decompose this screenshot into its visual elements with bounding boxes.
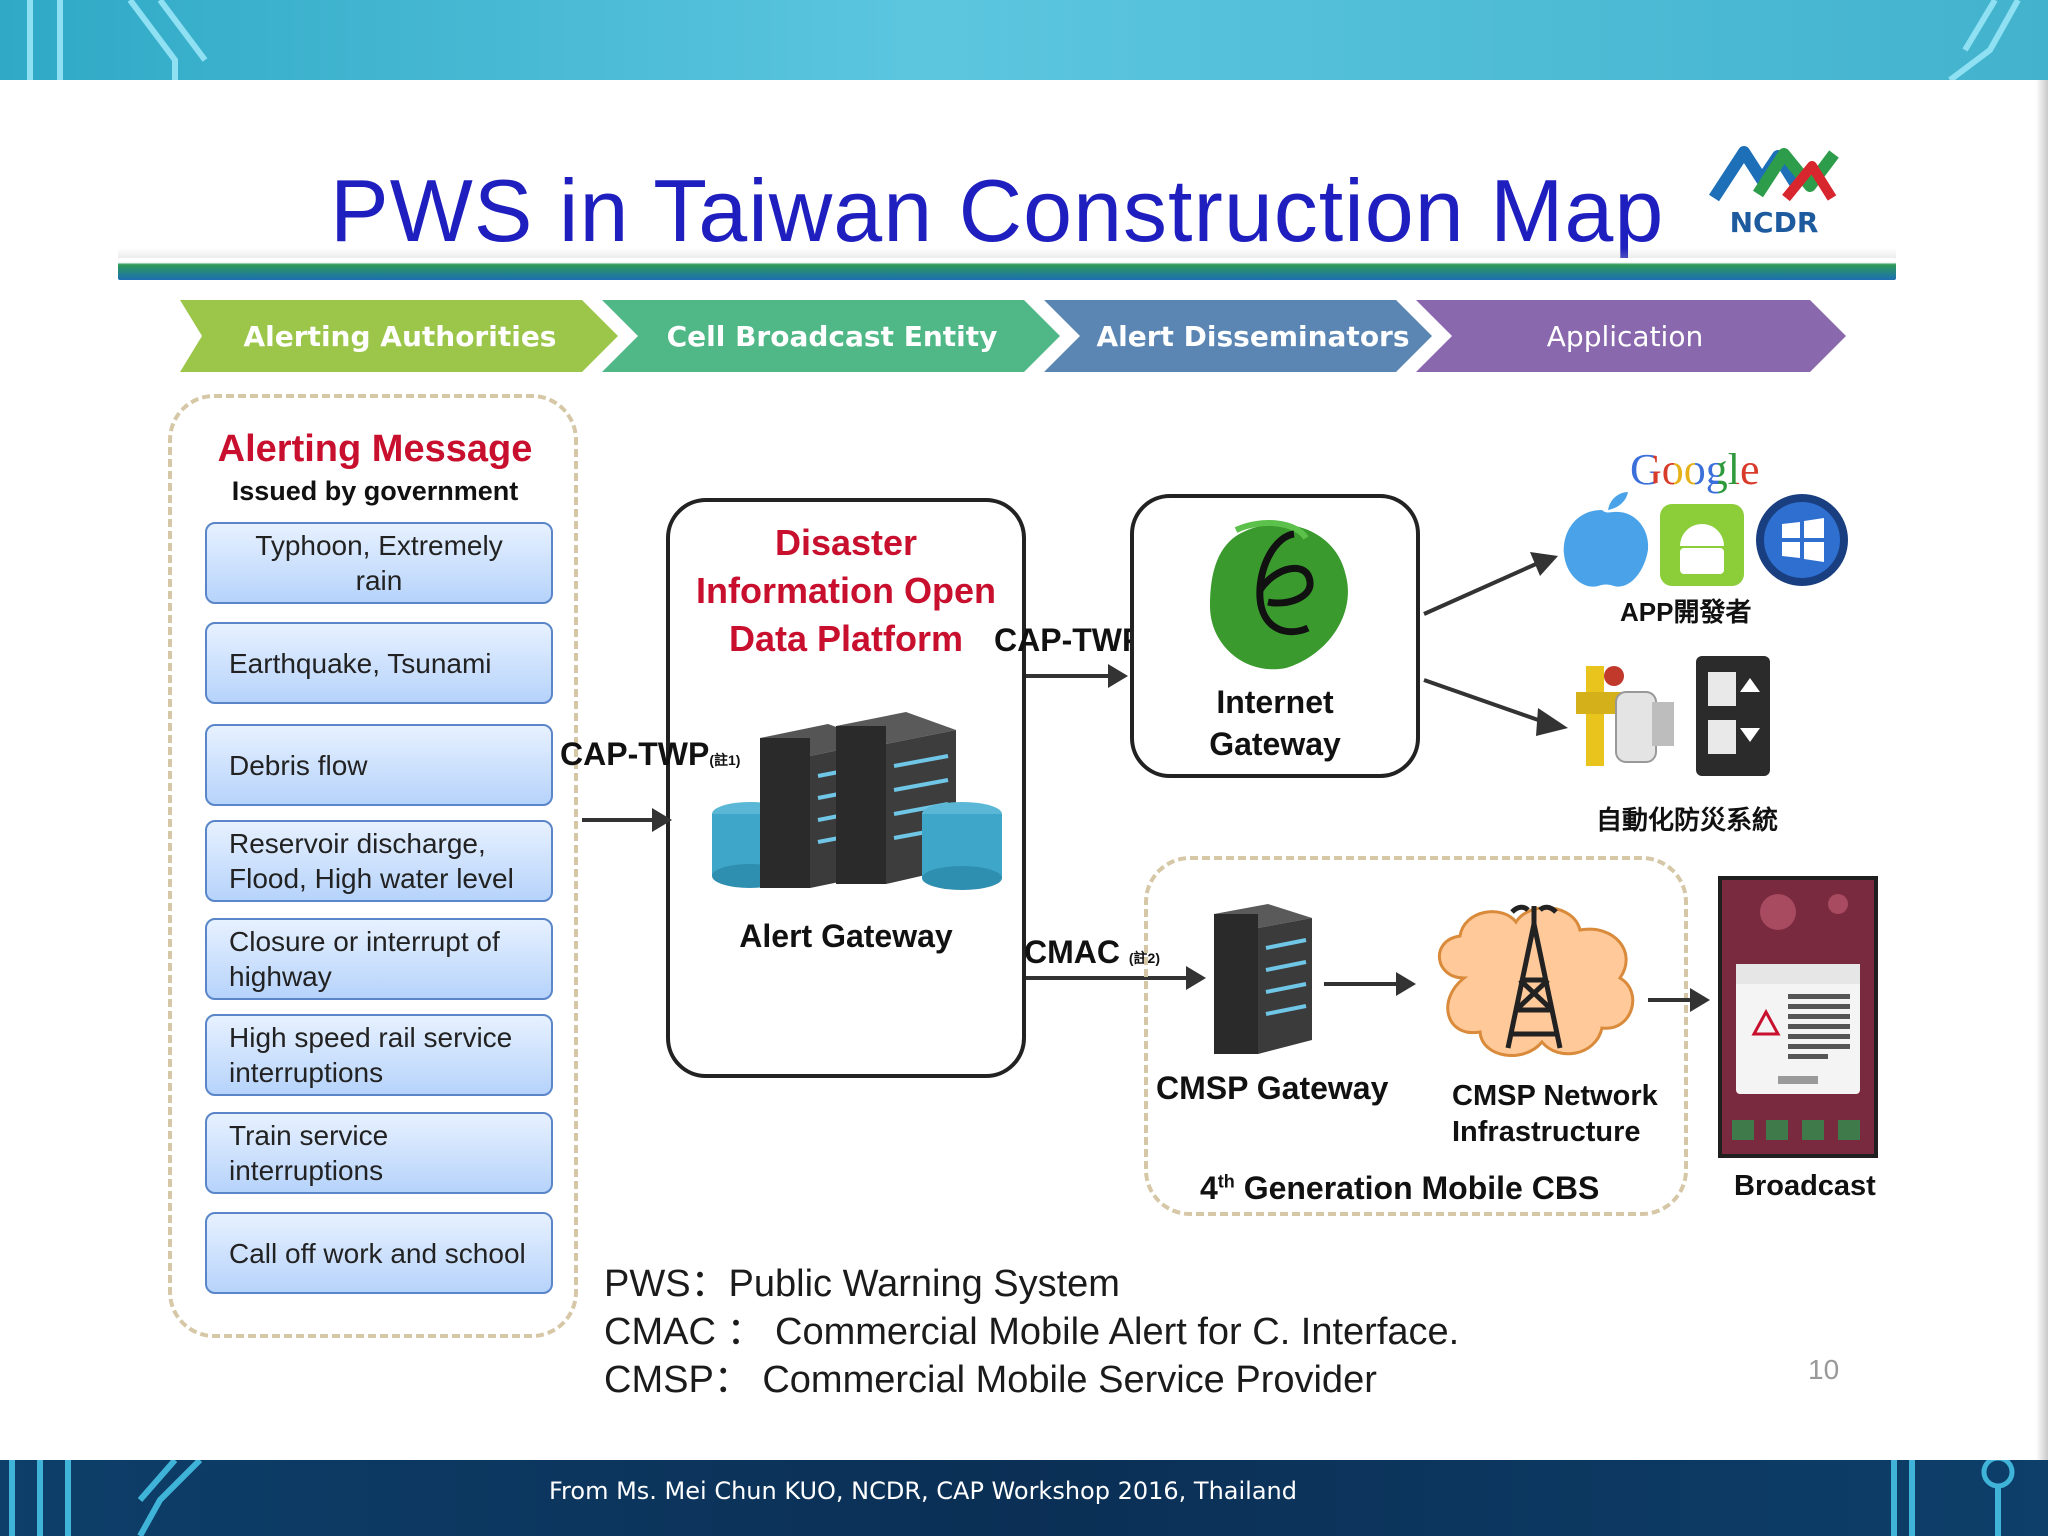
platform-title-line2: Information Open [696, 570, 996, 611]
message-text: Call off work and school [229, 1237, 526, 1269]
stage-label: Cell Broadcast Entity [667, 320, 998, 353]
message-box: Debris flow [205, 724, 553, 806]
stage-label: Application [1547, 320, 1703, 353]
ncdr-logo-text: NCDR [1730, 206, 1819, 236]
right-edge-shadow [2036, 80, 2048, 1460]
message-box: Earthquake, Tsunami [205, 622, 553, 704]
apple-icon [1563, 492, 1649, 587]
bottom-decor-lines [9, 1460, 2015, 1536]
android-icon [1660, 504, 1744, 586]
stage-chevron-cell-broadcast-entity [602, 300, 1060, 372]
automated-system-icons [1576, 656, 1770, 776]
cbs-generation-sup: th [1217, 1171, 1235, 1192]
alerting-message-title: Alerting Message [217, 428, 533, 470]
legend-pws: PWS：Public Warning System [604, 1263, 1120, 1305]
cbs-generation-number: 4 [1200, 1170, 1218, 1206]
message-text: Train service interruptions [229, 1120, 389, 1186]
cmsp-network-line1: CMSP Network [1452, 1080, 1658, 1112]
message-box: Train service interruptions [205, 1112, 553, 1194]
title-rule [118, 258, 1896, 280]
broadcast-label: Broadcast [1734, 1170, 1876, 1202]
message-text: Reservoir discharge, Flood, High water l… [229, 828, 514, 894]
app-platform-icons [1563, 492, 1848, 587]
stage-label: Alert Disseminators [1096, 320, 1409, 353]
arrow-gateway-to-network [1324, 972, 1416, 996]
cell-tower-icon [1505, 904, 1563, 1049]
stage-label: Alerting Authorities [244, 320, 557, 353]
google-logo: Google [1630, 444, 1760, 495]
mobile-cbs-region [1144, 856, 1688, 1216]
cap-twp-input-note: (註1) [709, 752, 741, 768]
arrow-network-to-broadcast [1648, 988, 1710, 1012]
alerting-message-subtitle: Issued by government [231, 476, 519, 506]
message-text: Debris flow [229, 749, 368, 781]
top-decor-lines [27, 0, 2021, 80]
alerting-message-panel [168, 394, 578, 1338]
message-text: High speed rail service interruptions [229, 1022, 513, 1088]
phone-broadcast-icon [1718, 876, 1878, 1158]
automated-system-label: 自動化防災系統 [1596, 805, 1779, 835]
stage-chevrons: Alerting Authorities Cell Broadcast Enti… [180, 300, 1846, 372]
slide-title: PWS in Taiwan Construction Map [330, 161, 1665, 260]
cmsp-network-line2: Infrastructure [1452, 1116, 1641, 1148]
alert-gateway-label: Alert Gateway [739, 918, 953, 954]
stage-chevron-alert-disseminators [1044, 300, 1432, 372]
message-box: Closure or interrupt of highway [205, 918, 553, 1000]
internet-explorer-icon [1210, 520, 1348, 670]
arrows-internet-to-apps [1423, 552, 1568, 736]
arrow-platform-to-internet [1026, 664, 1128, 688]
cmsp-gateway-server-icon [1214, 904, 1312, 1054]
arrow-messages-to-platform [582, 808, 672, 832]
cmsp-network-cloud-icon [1438, 904, 1635, 1057]
message-box: Reservoir discharge, Flood, High water l… [205, 820, 553, 902]
cmac-label: CMAC (註2) [1024, 934, 1160, 971]
internet-gateway-line2: Gateway [1209, 726, 1341, 762]
bottom-band [0, 1460, 2048, 1536]
stage-chevron-alerting-authorities [180, 300, 618, 372]
cbs-generation-text: Generation Mobile CBS [1234, 1170, 1600, 1206]
mobile-cbs-label: 4th Generation Mobile CBS [1200, 1170, 1599, 1207]
internet-gateway-line1: Internet [1216, 684, 1334, 720]
app-developer-label: APP開發者 [1620, 597, 1752, 627]
footer-credit: From Ms. Mei Chun KUO, NCDR, CAP Worksho… [549, 1477, 1297, 1505]
message-text: Typhoon, Extremely rain [255, 530, 503, 596]
message-box: Call off work and school [205, 1212, 553, 1294]
message-text: Closure or interrupt of highway [229, 926, 500, 992]
message-box: Typhoon, Extremely rain [205, 522, 553, 604]
elevator-button-icon [1696, 656, 1770, 776]
cmsp-gateway-label: CMSP Gateway [1156, 1070, 1389, 1106]
valve-actuator-icon [1576, 666, 1674, 766]
top-band [0, 0, 2048, 80]
title-rule-shadow [118, 248, 1896, 260]
arrow-platform-to-cmsp [1026, 966, 1206, 990]
alert-gateway-servers-icon [712, 712, 1002, 890]
stage-chevron-application [1416, 300, 1846, 372]
page-number: 10 [1808, 1354, 1840, 1385]
legend-cmsp: CMSP： Commercial Mobile Service Provider [604, 1359, 1377, 1401]
windows-icon [1756, 494, 1848, 586]
platform-title-line1: Disaster [774, 522, 918, 563]
platform-title-line3: Data Platform [728, 618, 964, 659]
cap-twp-output-label: CAP-TWP [994, 622, 1144, 658]
cmac-text: CMAC [1024, 934, 1120, 970]
google-logo-text: Google [1630, 445, 1760, 494]
ncdr-logo: NCDR [1708, 146, 1839, 236]
cap-twp-input-label: CAP-TWP(註1) [560, 736, 740, 773]
message-text: Earthquake, Tsunami [229, 647, 492, 679]
cap-twp-input-text: CAP-TWP [560, 736, 710, 772]
legend-cmac: CMAC ： Commercial Mobile Alert for C. In… [604, 1311, 1460, 1353]
message-box: High speed rail service interruptions [205, 1014, 553, 1096]
